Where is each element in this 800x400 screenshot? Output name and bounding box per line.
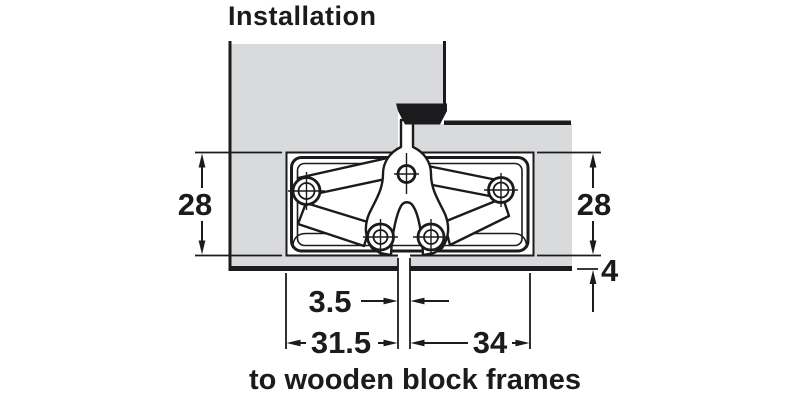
dim-label-gap: 3.5 xyxy=(308,284,351,319)
pivot-bottom-left xyxy=(363,219,398,255)
pivot-left xyxy=(288,172,325,210)
hinge-arm-lower-left xyxy=(296,201,373,248)
dim-label-door-side: 31.5 xyxy=(311,325,371,360)
frame-bottom-edge xyxy=(410,266,572,271)
dim-label-frame-side: 34 xyxy=(473,325,508,360)
dimension-frame-side: 34 xyxy=(410,325,530,360)
dimension-frame-mortise: 28 xyxy=(537,151,611,257)
dim-label-door-mortise: 28 xyxy=(178,187,212,222)
case-step-right xyxy=(456,232,528,249)
page-title: Installation xyxy=(228,1,377,31)
caption: to wooden block frames xyxy=(249,364,581,396)
knuckle-cover xyxy=(396,103,447,125)
case-step-left xyxy=(292,232,363,249)
door-left-edge xyxy=(228,41,232,271)
pivot-right xyxy=(484,173,518,207)
pivot-center xyxy=(394,153,419,194)
dimension-extension-lines xyxy=(285,258,531,349)
dimension-door-side: 31.5 xyxy=(286,325,398,360)
dim-label-frame-edge: 4 xyxy=(601,253,619,288)
dimension-door-mortise: 28 xyxy=(178,151,282,257)
dimension-gap: 3.5 xyxy=(308,284,449,319)
door-bottom-edge xyxy=(230,266,398,271)
frame-top-edge xyxy=(444,120,571,125)
dimension-frame-edge: 4 xyxy=(577,253,619,312)
pivot-bottom-right xyxy=(413,219,449,255)
door-right-edge xyxy=(443,41,446,107)
dim-label-frame-mortise: 28 xyxy=(577,187,611,222)
